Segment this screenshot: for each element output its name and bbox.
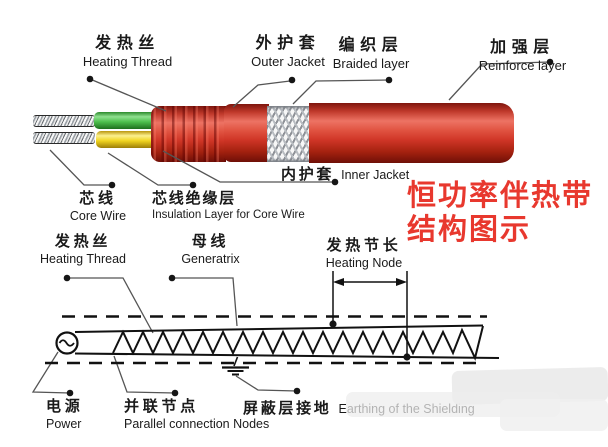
diagram-title: 恒功率伴热带 结构图示 xyxy=(407,179,593,247)
leader-dots xyxy=(63,58,554,397)
spiral-rings xyxy=(151,106,226,162)
label-inner-jacket-zh: 内护套 xyxy=(281,166,335,183)
label-heating-thread-bottom-en: Heating Thread xyxy=(40,252,126,267)
label-heating-node: 发热节长 Heating Node xyxy=(308,237,420,271)
label-heating-thread-bottom-zh: 发热丝 xyxy=(54,233,112,250)
label-power: 电源 Power xyxy=(46,398,126,432)
label-inner-jacket-en: Inner Jacket xyxy=(341,168,410,182)
label-heating-thread-top: 发热丝 Heating Thread xyxy=(40,35,215,70)
core-wire-strand-bottom xyxy=(33,132,95,144)
label-power-zh: 电源 xyxy=(46,398,84,415)
leader-lines xyxy=(31,61,551,394)
sine-wave-icon xyxy=(58,339,75,347)
diagram-title-line1: 恒功率伴热带 xyxy=(407,180,594,212)
leader-core-wire xyxy=(49,149,112,186)
heating-wire-zigzag xyxy=(112,325,484,361)
arrowhead-left xyxy=(333,278,344,286)
core-wire-strand-top xyxy=(33,115,95,127)
leader-outer-jacket xyxy=(232,80,291,108)
label-reinforce-layer-zh: 加强层 xyxy=(490,39,555,56)
label-core-insulation-zh: 芯线绝缘层 xyxy=(152,190,237,207)
arrowhead-right xyxy=(396,278,407,286)
label-parallel-nodes-zh: 并联节点 xyxy=(124,398,200,415)
label-reinforce-layer: 加强层 Reinforce layer xyxy=(455,39,590,74)
insulated-wire-yellow xyxy=(96,131,156,148)
label-braided-layer-en: Braided layer xyxy=(332,56,410,72)
label-generatrix-en: Generatrix xyxy=(181,252,240,267)
reinforce-layer-segment xyxy=(309,103,514,163)
bus-wire-top xyxy=(74,324,484,333)
label-reinforce-layer-en: Reinforce layer xyxy=(478,58,567,74)
leader-core-insulation xyxy=(107,152,193,186)
label-parallel-nodes-en: Parallel connection Nodes xyxy=(124,417,270,432)
label-inner-jacket: 内护套 Inner Jacket xyxy=(281,163,409,184)
label-power-en: Power xyxy=(46,417,82,432)
ac-power-icon xyxy=(55,331,79,355)
leader-power xyxy=(31,351,71,394)
label-braided-layer: 编织层 Braided layer xyxy=(312,37,430,72)
leader-parallel-nodes xyxy=(113,355,176,394)
label-shield-earthing-zh: 屏蔽层接地 xyxy=(243,400,332,417)
leader-braided-layer xyxy=(292,79,390,105)
label-heating-node-en: Heating Node xyxy=(325,256,403,271)
label-outer-jacket-zh: 外护套 xyxy=(255,35,321,52)
label-core-wire-en: Core Wire xyxy=(69,209,127,224)
heating-wire-spiral-segment xyxy=(151,106,226,162)
label-heating-thread-top-en: Heating Thread xyxy=(82,54,173,70)
label-core-wire: 芯线 Core Wire xyxy=(48,190,148,224)
circuit-schematic xyxy=(45,271,500,376)
leader-inner-jacket xyxy=(162,150,335,183)
leader-heating-thread-bottom xyxy=(67,277,154,334)
label-parallel-nodes: 并联节点 Parallel connection Nodes xyxy=(124,398,284,432)
label-outer-jacket-en: Outer Jacket xyxy=(251,54,325,70)
label-generatrix: 母线 Generatrix xyxy=(163,233,258,267)
label-generatrix-zh: 母线 xyxy=(191,233,230,250)
label-core-insulation: 芯线绝缘层 Insulation Layer for Core Wire xyxy=(152,190,327,222)
label-heating-node-zh: 发热节长 xyxy=(326,237,402,254)
leader-reinforce-layer xyxy=(448,61,551,101)
leader-heating-thread-top xyxy=(89,78,167,112)
label-core-insulation-en: Insulation Layer for Core Wire xyxy=(152,209,305,222)
outer-jacket-segment xyxy=(224,104,269,162)
label-core-wire-zh: 芯线 xyxy=(79,190,117,207)
leader-shield-earthing xyxy=(235,375,298,392)
braided-layer-segment xyxy=(267,106,311,162)
label-braided-layer-zh: 编织层 xyxy=(338,37,404,54)
ground-icon xyxy=(222,356,249,376)
label-outer-jacket: 外护套 Outer Jacket xyxy=(232,35,344,70)
bus-wire-bottom xyxy=(74,352,500,359)
diagram-title-line2: 结构图示 xyxy=(407,214,532,246)
label-heating-thread-bottom: 发热丝 Heating Thread xyxy=(28,233,138,267)
leader-generatrix xyxy=(172,277,238,327)
watermark-blob xyxy=(500,399,608,431)
insulated-wire-green xyxy=(94,112,156,129)
label-heating-thread-top-zh: 发热丝 xyxy=(95,35,160,52)
